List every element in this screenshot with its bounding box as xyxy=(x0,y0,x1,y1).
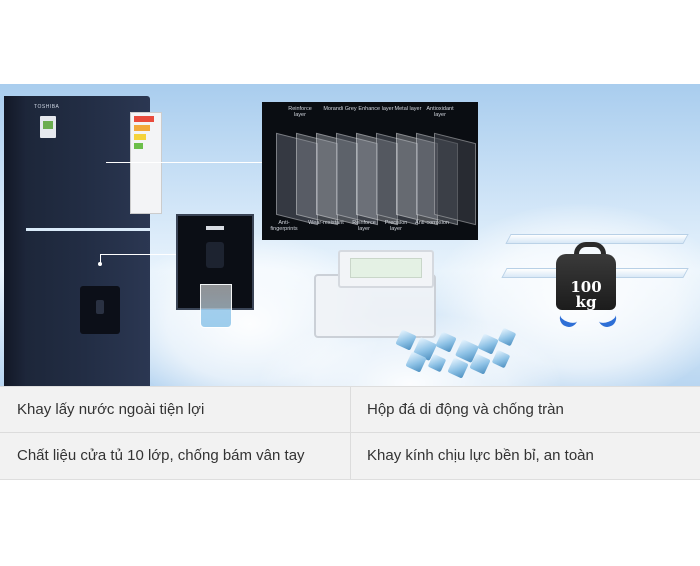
fridge-main-door xyxy=(4,231,150,386)
ice-box-image xyxy=(314,250,436,338)
dispenser-closeup xyxy=(176,214,254,310)
layer-label: Precision layer xyxy=(384,220,408,232)
column-divider xyxy=(350,387,351,479)
features-table: Khay lấy nước ngoài tiện lợi Hộp đá di đ… xyxy=(0,386,700,480)
weight-value: 100 xyxy=(570,278,602,296)
weight-icon xyxy=(556,254,616,310)
layer-label: Metal layer xyxy=(394,106,422,112)
layer-label: Enhance layer xyxy=(358,106,394,112)
callout-line xyxy=(106,162,264,163)
product-banner: TOSHIBA Reinforce layer Morandi Grey Enh… xyxy=(0,84,700,386)
layer-label: Anti-corrosion xyxy=(415,220,449,226)
energy-sticker xyxy=(40,116,56,138)
fridge-brand-label: TOSHIBA xyxy=(34,104,60,110)
layer-label: Reinforce layer xyxy=(352,220,376,232)
layer-label: Wear-resistant xyxy=(308,220,344,226)
weight-unit: kg xyxy=(575,293,597,311)
ice-tray xyxy=(338,250,434,288)
feature-cell: Hộp đá di động và chống tràn xyxy=(367,401,564,418)
callout-dot xyxy=(98,262,102,266)
layer-label: Reinforce layer xyxy=(288,106,312,118)
callout-line xyxy=(100,254,178,255)
fridge-side xyxy=(4,96,26,386)
feature-cell: Khay kính chịu lực bền bỉ, an toàn xyxy=(367,447,594,464)
fridge-image: TOSHIBA xyxy=(4,96,162,386)
feature-cell: Chất liệu cửa tủ 10 lớp, chống bám vân t… xyxy=(17,447,305,464)
layer-label: Antioxidant layer xyxy=(426,106,454,118)
feature-cell: Khay lấy nước ngoài tiện lợi xyxy=(17,401,205,418)
door-layers-panel: Reinforce layer Morandi Grey Enhance lay… xyxy=(262,102,478,240)
energy-label xyxy=(130,112,162,214)
layer-label: Morandi Grey xyxy=(323,106,357,112)
weight-label: 100 kg xyxy=(556,280,616,310)
layer-label: Anti-fingerprints xyxy=(270,220,298,232)
callout-line xyxy=(100,254,101,264)
water-dispenser xyxy=(80,286,120,334)
weight-handle xyxy=(574,242,606,263)
water-glass xyxy=(200,284,232,328)
